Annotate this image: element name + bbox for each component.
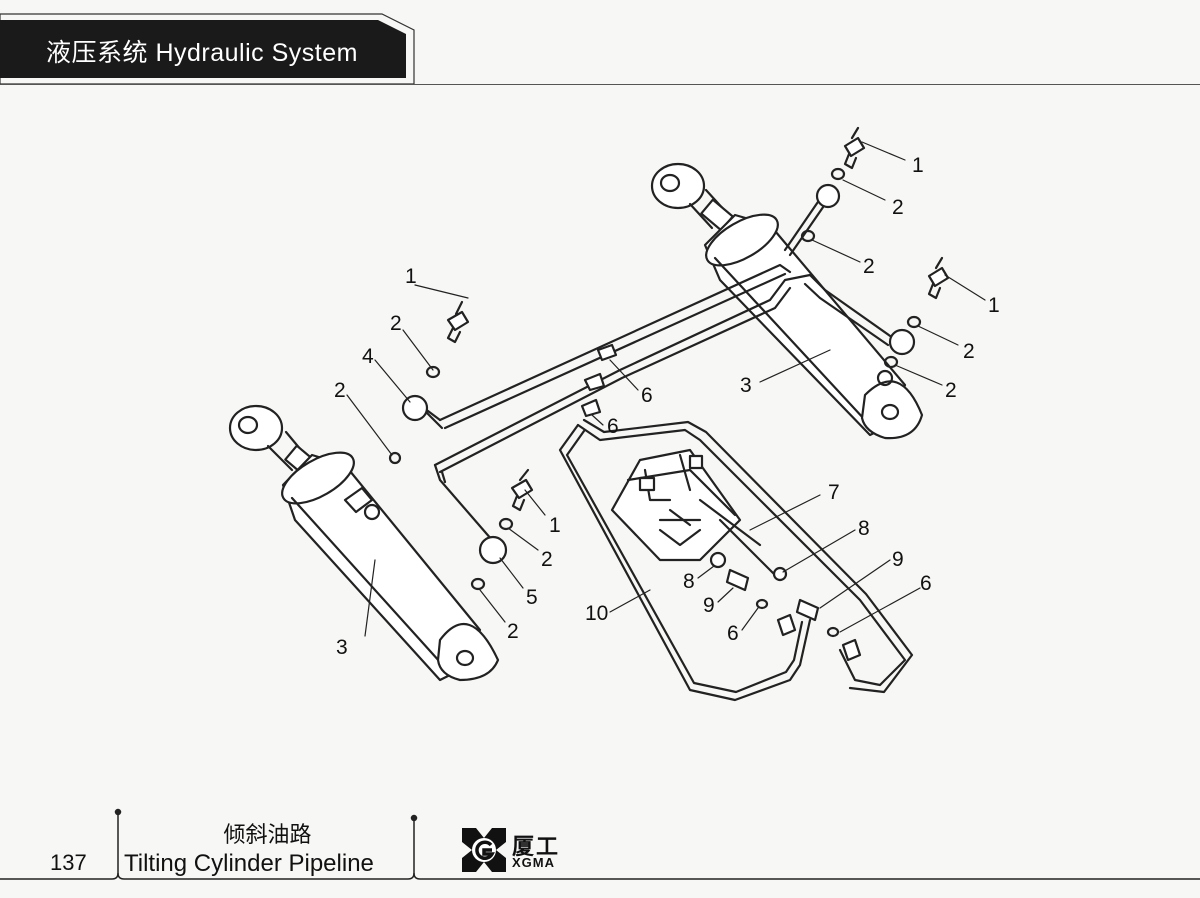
header-banner — [0, 13, 415, 85]
footer-frame — [0, 808, 1200, 880]
callout-7: 7 — [828, 481, 840, 504]
callout-1: 1 — [549, 514, 561, 537]
footer-title-en: Tilting Cylinder Pipeline — [124, 850, 374, 877]
callout-9: 9 — [703, 594, 715, 617]
callout-2: 2 — [945, 379, 957, 402]
callout-1: 1 — [405, 265, 417, 288]
callout-8: 8 — [683, 570, 695, 593]
callout-2: 2 — [863, 255, 875, 278]
footer-title-cn: 倾斜油路 — [223, 822, 312, 847]
callout-3: 3 — [740, 374, 752, 397]
brand-name-cn: 厦工 — [512, 834, 561, 859]
fittings — [388, 126, 950, 591]
callout-2: 2 — [892, 196, 904, 219]
callout-5: 5 — [526, 586, 538, 609]
lower-pipes — [558, 418, 914, 702]
callout-2: 2 — [541, 548, 553, 571]
callout-1: 1 — [912, 154, 924, 177]
callout-9: 9 — [892, 548, 904, 571]
callout-3: 3 — [336, 636, 348, 659]
valve-block — [610, 448, 782, 582]
callout-1: 1 — [988, 294, 1000, 317]
right-cylinder — [650, 162, 924, 440]
page-section-title: 液压系统 Hydraulic System — [46, 39, 358, 67]
callout-numbers: 1 2 4 2 1 2 5 2 3 1 2 2 1 2 2 3 6 6 7 8 … — [334, 154, 1000, 659]
left-cylinder — [228, 404, 500, 682]
xgma-logo-icon — [462, 828, 506, 872]
callout-4: 4 — [362, 345, 374, 368]
tilting-cylinder-diagram: 1 2 4 2 1 2 5 2 3 1 2 2 1 2 2 3 6 6 7 8 … — [228, 126, 1000, 702]
callout-6: 6 — [920, 572, 932, 595]
callout-8: 8 — [858, 517, 870, 540]
callout-6: 6 — [641, 384, 653, 407]
callout-6: 6 — [607, 415, 619, 438]
header-rule — [0, 84, 1200, 85]
callout-2: 2 — [963, 340, 975, 363]
brand-name-en: XGMA — [512, 855, 555, 870]
leader-lines — [346, 141, 986, 637]
callout-2: 2 — [334, 379, 346, 402]
callout-2: 2 — [507, 620, 519, 643]
page-number: 137 — [50, 850, 87, 875]
callout-10: 10 — [585, 602, 608, 625]
callout-6: 6 — [727, 622, 739, 645]
callout-2: 2 — [390, 312, 402, 335]
